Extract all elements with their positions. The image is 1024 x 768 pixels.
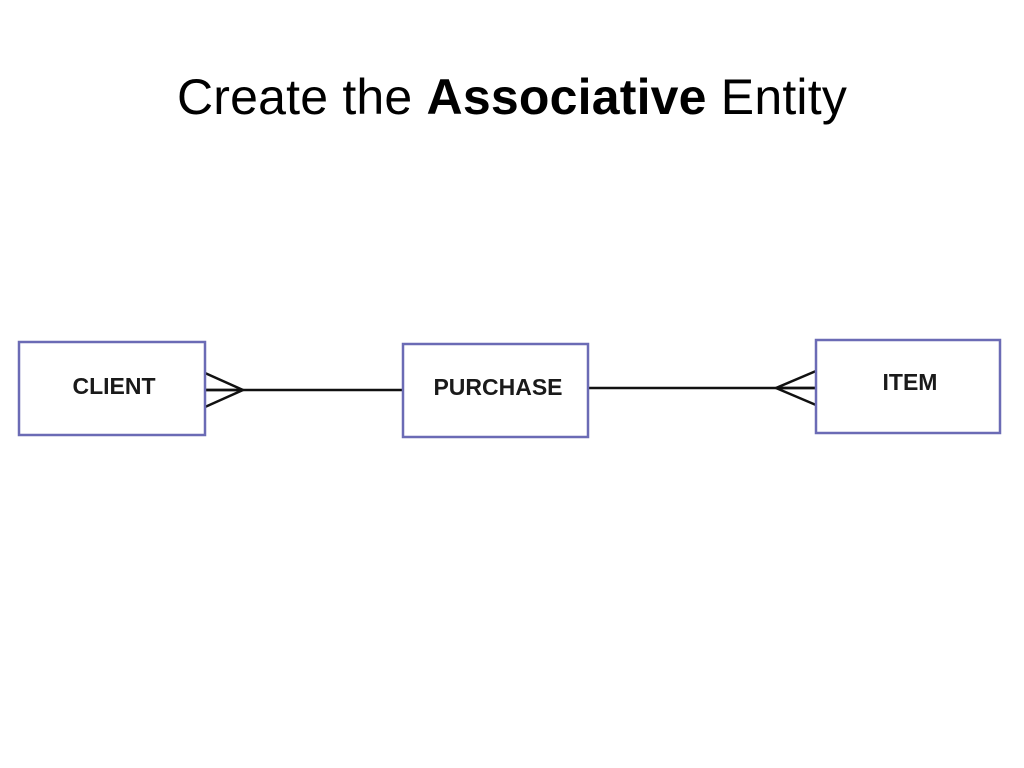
entity-purchase-label: PURCHASE — [433, 374, 562, 400]
entity-purchase-box — [401, 342, 590, 439]
entity-client-box — [17, 340, 207, 437]
title-suffix: Entity — [706, 69, 848, 125]
crows-foot-client — [204, 371, 244, 409]
entity-item: ITEM — [814, 338, 1002, 435]
title-emphasis: Associative — [426, 69, 707, 125]
entity-item-label: ITEM — [883, 369, 938, 395]
entity-item-box — [814, 338, 1002, 435]
entity-client: CLIENT — [17, 340, 207, 437]
relationship-client-purchase — [204, 371, 403, 409]
title-prefix: Create the — [176, 69, 427, 125]
slide-title: Create the Associative Entity — [0, 62, 1024, 132]
entity-client-label: CLIENT — [72, 373, 155, 399]
crows-foot-item — [775, 369, 817, 407]
relationship-purchase-item — [588, 369, 817, 407]
entity-purchase: PURCHASE — [401, 342, 590, 439]
